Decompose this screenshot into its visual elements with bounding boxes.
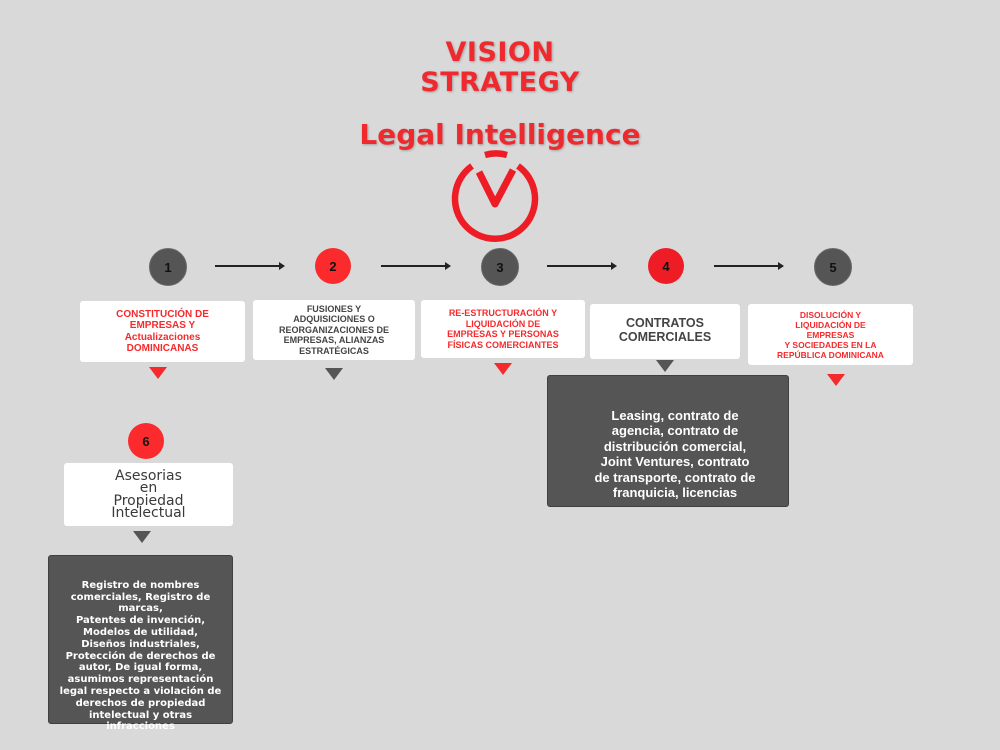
arrow-right-icon: [381, 262, 451, 270]
step-number: 1: [164, 259, 172, 275]
title-line-1: VISION: [445, 37, 555, 68]
step-2-label: FUSIONES Y ADQUISICIONES O REORGANIZACIO…: [278, 303, 389, 356]
step-6-badge: 6: [128, 423, 164, 459]
step-6-detail-text: Registro de nombres comerciales, Registr…: [59, 579, 222, 733]
step-4-detail-text: Leasing, contrato de agencia, contrato d…: [594, 407, 756, 501]
subtitle-legal-intelligence: Legal Intelligence: [359, 118, 641, 151]
step-number: 5: [829, 259, 837, 275]
step-4-card: CONTRATOS COMERCIALES: [590, 304, 740, 359]
step-2-badge: 2: [315, 248, 351, 284]
step-number: 3: [496, 259, 504, 275]
step-5-badge: 5: [814, 248, 852, 286]
step-2-card: FUSIONES Y ADQUISICIONES O REORGANIZACIO…: [253, 300, 415, 360]
step-1-label: CONSTITUCIÓN DE EMPRESAS Y Actualizacion…: [116, 308, 209, 355]
step-1-card: CONSTITUCIÓN DE EMPRESAS Y Actualizacion…: [80, 301, 245, 362]
arrow-right-icon: [714, 262, 784, 270]
title-line-2: STRATEGY: [420, 67, 580, 98]
step-number: 2: [329, 258, 337, 274]
step-1-badge: 1: [149, 248, 187, 286]
step-4-detail-box: Leasing, contrato de agencia, contrato d…: [547, 375, 789, 507]
down-triangle-icon: [149, 367, 167, 379]
step-number: 6: [142, 433, 150, 449]
arrow-right-icon: [215, 262, 285, 270]
step-6-detail-box: Registro de nombres comerciales, Registr…: [48, 555, 233, 732]
v-circle-logo-icon: [451, 150, 539, 242]
step-4-label: CONTRATOS COMERCIALES: [618, 316, 712, 344]
step-3-card: RE-ESTRUCTURACIÓN Y LIQUIDACIÓN DE EMPRE…: [421, 300, 585, 358]
step-6-label: Asesorias en Propiedad Intelectual: [111, 467, 186, 521]
step-5-label: DISOLUCIÓN Y LIQUIDACIÓN DE EMPRESAS Y S…: [777, 309, 884, 360]
down-triangle-icon: [494, 363, 512, 375]
down-triangle-icon: [325, 368, 343, 380]
step-3-badge: 3: [481, 248, 519, 286]
step-3-label: RE-ESTRUCTURACIÓN Y LIQUIDACIÓN DE EMPRE…: [447, 308, 559, 350]
step-number: 4: [662, 258, 670, 274]
down-triangle-icon: [133, 531, 151, 543]
step-4-badge: 4: [648, 248, 684, 284]
step-5-card: DISOLUCIÓN Y LIQUIDACIÓN DE EMPRESAS Y S…: [748, 304, 913, 365]
step-6-card: Asesorias en Propiedad Intelectual: [64, 463, 233, 526]
title-vision-strategy: VISION STRATEGY: [0, 38, 1000, 98]
arrow-right-icon: [547, 262, 617, 270]
down-triangle-icon: [827, 374, 845, 386]
down-triangle-icon: [656, 360, 674, 372]
